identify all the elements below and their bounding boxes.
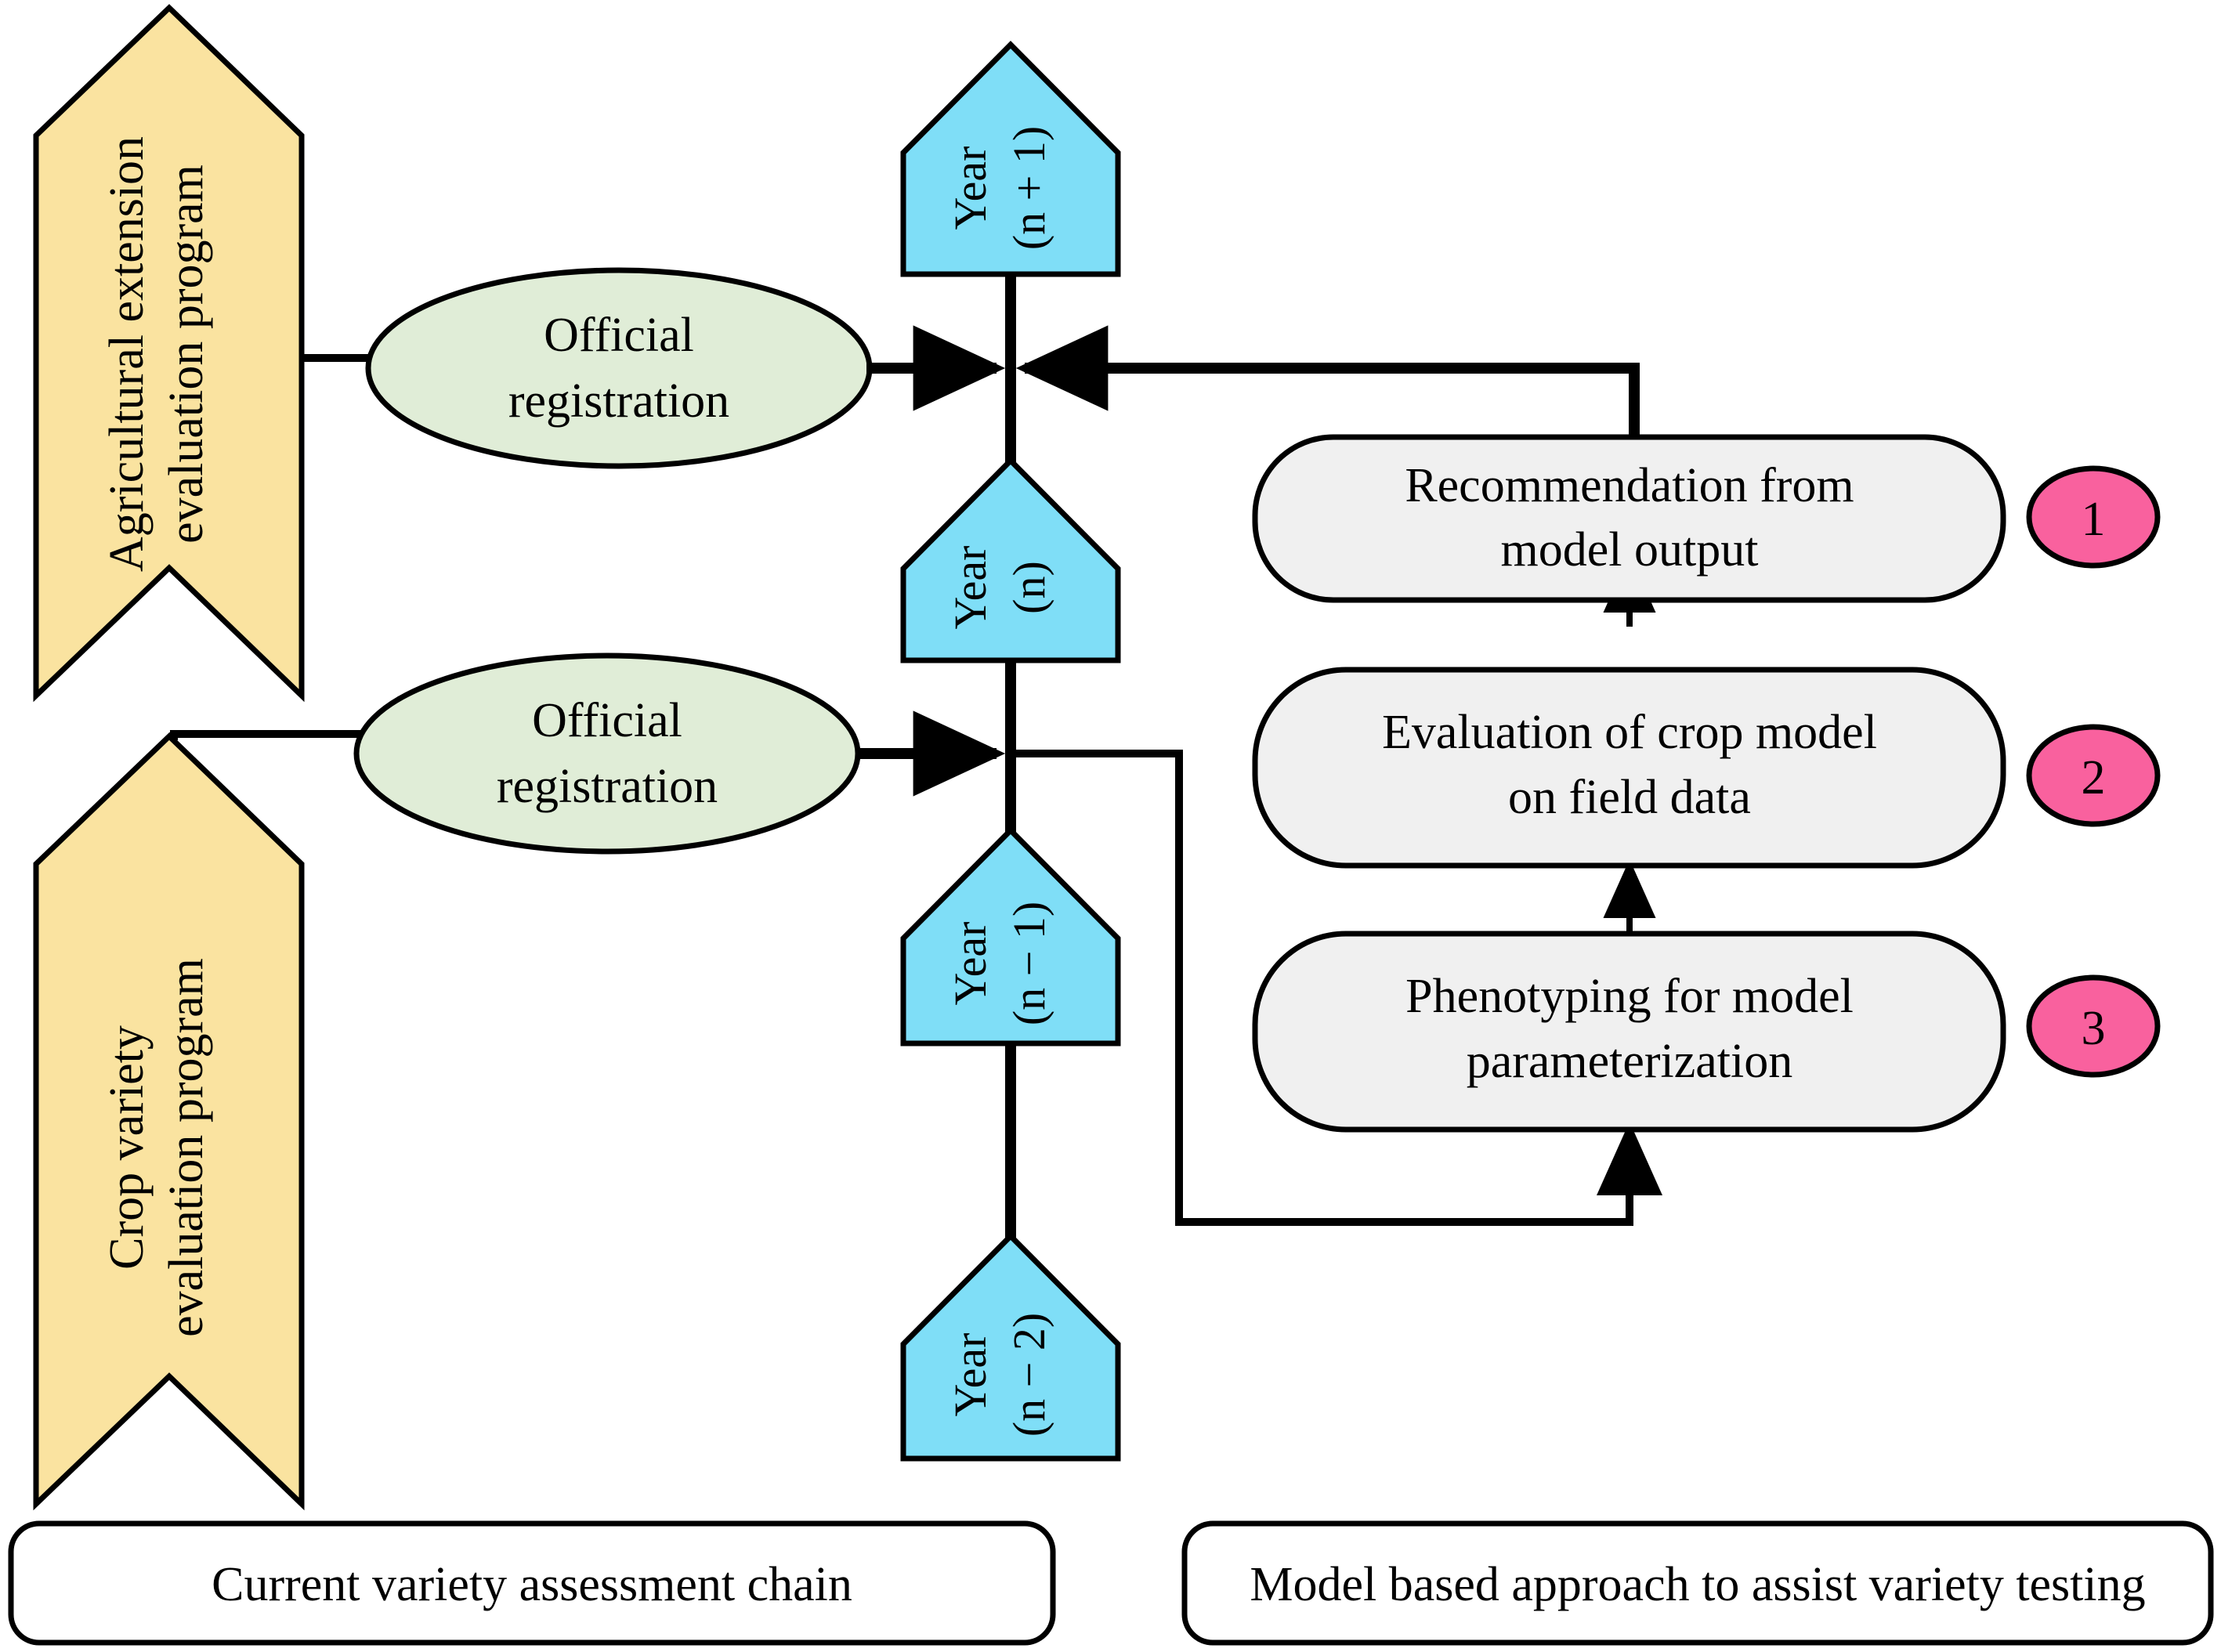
model-step-recommendation[interactable]: Recommendation from model output [1252, 434, 2006, 603]
model-step-label-line1: Recommendation from [1405, 459, 1854, 512]
model-step-label-line1: Evaluation of crop model [1382, 706, 1877, 759]
registration-label-line1: Official [544, 309, 694, 362]
badge-ellipse-2 [2026, 724, 2161, 827]
model-step-label-line1: Phenotyping for model [1405, 970, 1854, 1023]
year-label-line1: Year [945, 1333, 996, 1417]
year-shape-n-plus-1 [900, 41, 1121, 277]
arrow-recommendation-to-year-n-plus-1 [1015, 325, 1640, 439]
model-step-phenotyping[interactable]: Phenotyping for model parameterization [1252, 931, 2006, 1133]
banner-label-line1: Crop variety [100, 1025, 154, 1270]
year-shape-n [900, 457, 1121, 663]
registration-ellipse-bottom [353, 652, 861, 855]
registration-ellipse-top [365, 267, 873, 469]
model-step-label-line2: model output [1501, 523, 1759, 577]
badge-number: 3 [2082, 1002, 2106, 1055]
banner-label-line2: evaluation program [160, 958, 213, 1337]
year-label-line1: Year [945, 922, 996, 1006]
badge-number: 2 [2082, 751, 2106, 804]
caption-label-left: Current variety assessment chain [212, 1558, 852, 1611]
connector-cropvariety-to-registration [169, 730, 415, 740]
caption-box-right [1181, 1520, 2214, 1646]
caption-left: Current variety assessment chain [8, 1520, 1056, 1646]
year-label-line1: Year [945, 546, 996, 630]
year-label-line2: (n + 1) [1004, 126, 1054, 250]
program-banner-crop-variety: Crop variety evaluation program [33, 732, 305, 1511]
banner-shape-agricultural-extension [33, 4, 305, 703]
year-label-line2: (n − 2) [1004, 1313, 1054, 1437]
program-banner-agricultural-extension: Agricultural extension evaluation progra… [33, 4, 305, 703]
registration-node-bottom: Official registration [353, 652, 861, 855]
badge-number: 1 [2082, 493, 2106, 546]
year-shape-n-minus-1 [900, 826, 1121, 1047]
model-step-box-phenotyping[interactable] [1252, 931, 2006, 1133]
caption-right: Model based approach to assist variety t… [1181, 1520, 2214, 1646]
timeline-node-year-n-plus-1: Year (n + 1) [900, 41, 1121, 277]
model-step-label-line2: parameterization [1467, 1035, 1793, 1088]
year-label-line1: Year [945, 146, 996, 230]
step-badge-2: 2 [2026, 724, 2161, 827]
step-badge-3: 3 [2026, 974, 2161, 1078]
timeline-node-year-n-minus-1: Year (n − 1) [900, 826, 1121, 1047]
timeline-node-year-n: Year (n) [900, 457, 1121, 663]
banner-shape-crop-variety [33, 732, 305, 1511]
model-step-box-evaluation[interactable] [1252, 667, 2006, 869]
arrow-timeline-to-phenotyping [1011, 750, 1662, 1226]
timeline-node-year-n-minus-2: Year (n − 2) [900, 1232, 1121, 1462]
registration-node-top: Official registration [365, 267, 873, 469]
year-shape-n-minus-2 [900, 1232, 1121, 1462]
model-step-label-line2: on field data [1508, 771, 1751, 824]
registration-label-line1: Official [532, 694, 682, 747]
badge-ellipse-3 [2026, 974, 2161, 1078]
model-step-evaluation[interactable]: Evaluation of crop model on field data [1252, 667, 2006, 869]
year-label-line2: (n − 1) [1004, 902, 1054, 1025]
banner-label-line2: evaluation program [160, 164, 213, 544]
caption-box-left [8, 1520, 1056, 1646]
caption-label-right: Model based approach to assist variety t… [1250, 1558, 2145, 1611]
badge-ellipse-1 [2026, 465, 2161, 569]
registration-label-line2: registration [508, 374, 729, 428]
year-label-line2: (n) [1004, 561, 1054, 614]
step-badge-1: 1 [2026, 465, 2161, 569]
banner-label-line1: Agricultural extension [100, 136, 154, 572]
model-step-box-recommendation[interactable] [1252, 434, 2006, 603]
registration-label-line2: registration [497, 760, 718, 813]
